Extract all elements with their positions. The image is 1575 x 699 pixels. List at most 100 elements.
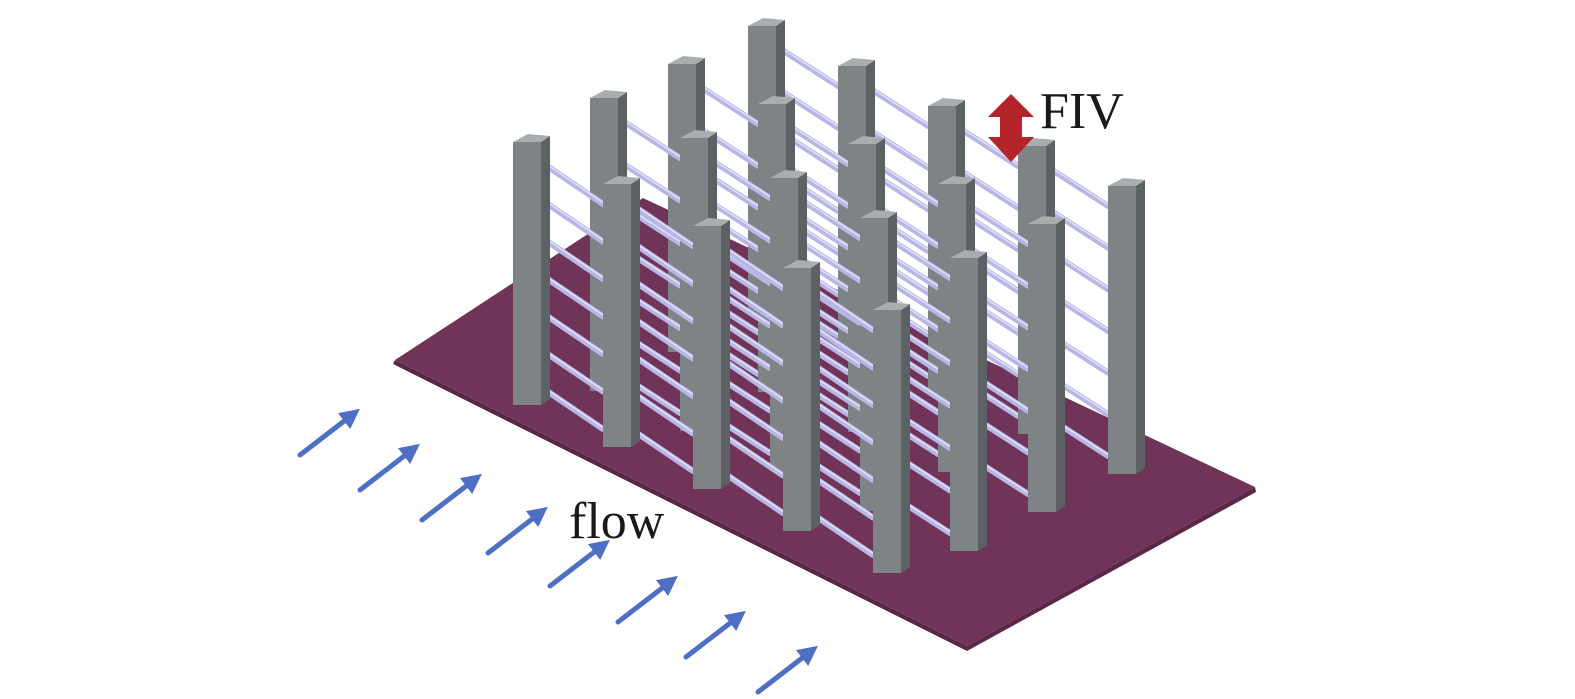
- connector-rod-highlight: [617, 158, 681, 200]
- connector-rod: [705, 155, 773, 201]
- connector-rod-highlight: [955, 165, 1019, 207]
- connector-rod-highlight: [720, 431, 784, 475]
- connector-rod: [538, 384, 606, 432]
- connector-rod-highlight: [965, 201, 1029, 244]
- connector-rod: [863, 83, 931, 129]
- vertical-strut: [1028, 216, 1065, 512]
- connector-rod-highlight: [810, 285, 874, 330]
- strut-row: [513, 134, 910, 573]
- connector-rod: [783, 121, 851, 167]
- base-plate-edge: [393, 360, 967, 651]
- connector-rod-highlight: [810, 510, 874, 555]
- connector-rod-highlight: [720, 318, 784, 363]
- connector-rod-highlight: [707, 155, 771, 198]
- connector-rod-highlight: [865, 125, 929, 167]
- connector-rod: [873, 161, 941, 207]
- connector-rod-highlight: [630, 201, 694, 246]
- connector-rod: [885, 235, 953, 281]
- flow-arrows: [297, 408, 818, 695]
- connector-rod: [718, 318, 786, 366]
- arrow-up-right-icon: [755, 645, 818, 695]
- connector-rod-highlight: [720, 281, 784, 325]
- connector-rod: [863, 124, 931, 171]
- connector-rod: [808, 285, 876, 333]
- connector-rod: [1043, 204, 1111, 251]
- connector-rod: [718, 468, 786, 516]
- connector-rod: [615, 157, 683, 204]
- arrow-up-right-icon: [297, 408, 360, 458]
- connector-rod-highlight: [785, 121, 849, 164]
- connector-rod: [538, 196, 606, 245]
- connector-rod-highlight: [810, 360, 874, 405]
- connector-rod-highlight: [887, 235, 951, 278]
- connector-rod: [538, 271, 606, 320]
- vertical-strut: [950, 250, 987, 551]
- arrow-up-right-icon: [357, 443, 420, 493]
- connector-rod-highlight: [540, 159, 604, 204]
- connector-rod: [628, 238, 696, 287]
- connector-rod-highlight: [720, 243, 784, 288]
- connector-rod-highlight: [1045, 205, 1109, 247]
- vertical-strut: [873, 302, 910, 573]
- connector-rod-highlight: [875, 161, 939, 204]
- connector-rod: [795, 195, 863, 241]
- connector-rod-highlight: [540, 272, 604, 316]
- connector-rod: [808, 435, 876, 483]
- connector-rod: [628, 388, 696, 437]
- fiv-label: FIV: [1040, 83, 1124, 140]
- connector-rod: [538, 309, 606, 357]
- connector-rod-highlight: [810, 473, 874, 517]
- connector-rod-highlight: [865, 83, 929, 126]
- connector-rod: [628, 351, 696, 399]
- connector-rod-highlight: [875, 203, 939, 245]
- connector-rod-highlight: [540, 309, 604, 354]
- connector-rod: [963, 201, 1031, 247]
- connector-rod-highlight: [540, 234, 604, 279]
- connector-rod-highlight: [887, 278, 951, 320]
- connector-rod: [628, 201, 696, 249]
- connector-rod: [538, 159, 606, 207]
- connector-rod-highlight: [707, 198, 771, 240]
- connector-rod-highlight: [720, 356, 784, 400]
- connector-rod: [773, 84, 841, 131]
- vertical-strut: [513, 134, 550, 405]
- connector-rod-highlight: [1045, 163, 1109, 206]
- connector-rod: [953, 123, 1021, 169]
- connector-rod-highlight: [810, 398, 874, 442]
- connector-rod: [705, 197, 773, 244]
- connector-rod-highlight: [630, 351, 694, 396]
- base-plate-edge-right: [967, 487, 1256, 651]
- connector-rod-highlight: [810, 435, 874, 480]
- connector-rod-highlight: [965, 243, 1029, 285]
- connector-rod: [808, 472, 876, 521]
- connector-rod: [1043, 163, 1111, 209]
- arrow-up-right-icon: [419, 473, 482, 523]
- connector-rod-highlight: [540, 197, 604, 241]
- vertical-strut: [603, 176, 640, 447]
- connector-rod-highlight: [630, 426, 694, 471]
- connector-rod-highlight: [630, 276, 694, 321]
- arrow-up-right-icon: [683, 610, 746, 660]
- connector-rod: [538, 234, 606, 282]
- flow-label: flow: [569, 493, 665, 550]
- connector-rod-highlight: [630, 389, 694, 433]
- connector-rod: [693, 81, 761, 127]
- arrow-up-right-icon: [615, 575, 678, 625]
- connector-rod: [718, 393, 786, 441]
- connector-rod: [808, 360, 876, 408]
- connector-rod: [538, 346, 606, 395]
- connector-rod-highlight: [797, 195, 861, 238]
- vertical-strut: [783, 260, 820, 531]
- connector-rod-highlight: [695, 81, 759, 124]
- connector-rod: [615, 115, 683, 161]
- connector-rod-highlight: [797, 238, 861, 280]
- arrow-up-right-icon: [547, 539, 610, 589]
- connector-rod-highlight: [720, 393, 784, 438]
- connector-rod-highlight: [775, 85, 839, 127]
- connector-rod-highlight: [617, 115, 681, 158]
- connector-rod-highlight: [720, 468, 784, 513]
- connector-rod-highlight: [785, 163, 849, 205]
- double-arrow-vertical-icon: [988, 94, 1034, 162]
- connector-rod-highlight: [630, 239, 694, 283]
